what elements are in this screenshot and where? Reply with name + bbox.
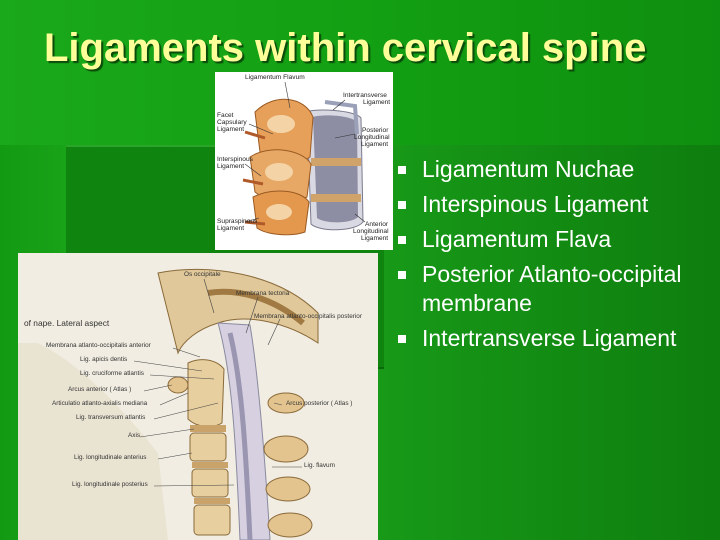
- label-membrana-aop: Membrana atlanto-occipitalis posterior: [254, 313, 362, 320]
- vertebra-illustration: [242, 81, 366, 236]
- label-lig-apicis: Lig. apicis dentis: [80, 356, 128, 363]
- label-lig-long-posterius: Lig. longitudinale posterius: [72, 481, 148, 488]
- label-supraspinous: Supraspinous: [217, 218, 258, 225]
- label-anterior: Anterior: [365, 221, 389, 228]
- sagittal-section-illustration: [18, 268, 319, 540]
- bullet-list: Ligamentum Nuchae Interspinous Ligament …: [395, 155, 695, 359]
- label-anterior-longitudinal: Longitudinal: [353, 228, 389, 235]
- bullet-text: Intertransverse Ligament: [422, 325, 677, 351]
- label-interspinous: Interspinous: [217, 156, 253, 163]
- vertebra-ligament-figure: Ligamentum Flavum Intertransverse Ligame…: [215, 72, 393, 250]
- label-arcus-anterior: Arcus anterior ( Atlas ): [68, 386, 132, 393]
- bullet-item: Interspinous Ligament: [395, 190, 695, 219]
- label-supraspinous-ligament: Ligament: [217, 225, 245, 232]
- label-lig-flavum: Lig. flavum: [304, 462, 335, 469]
- square-bullet-icon: [398, 236, 406, 244]
- bullet-item: Posterior Atlanto-occipital membrane: [395, 260, 695, 318]
- label-lig-cruciforme: Lig. cruciforme atlantis: [80, 370, 144, 377]
- label-ligamentum-flavum: Ligamentum Flavum: [245, 74, 305, 81]
- label-capsulary: Capsulary: [217, 119, 247, 126]
- bullet-text: Posterior Atlanto-occipital membrane: [422, 261, 682, 316]
- label-axis: Axis: [128, 432, 141, 439]
- label-intertransverse-2: Ligament: [363, 99, 391, 106]
- label-posterior: Posterior: [362, 127, 389, 134]
- label-nape-aspect: of nape. Lateral aspect: [24, 318, 110, 328]
- bullet-text: Ligamentum Nuchae: [422, 156, 635, 182]
- label-os-occipitale: Os occipitale: [184, 271, 221, 278]
- label-intertransverse: Intertransverse: [343, 92, 387, 99]
- bullet-item: Ligamentum Flava: [395, 225, 695, 254]
- label-facet-ligament: Ligament: [217, 126, 245, 133]
- label-anterior-ligament: Ligament: [361, 235, 389, 242]
- label-articulatio: Articulatio atlanto-axialis mediana: [52, 400, 148, 407]
- label-membrana-tectoria: Membrana tectoria: [236, 290, 290, 297]
- square-bullet-icon: [398, 335, 406, 343]
- label-posterior-longitudinal: Longitudinal: [354, 134, 390, 141]
- label-facet: Facet: [217, 112, 234, 119]
- square-bullet-icon: [398, 166, 406, 174]
- label-posterior-ligament: Ligament: [361, 141, 389, 148]
- bullet-item: Ligamentum Nuchae: [395, 155, 695, 184]
- label-interspinous-ligament: Ligament: [217, 163, 245, 170]
- craniocervical-section-figure: Os occipitale Membrana tectoria Membrana…: [18, 253, 378, 540]
- square-bullet-icon: [398, 201, 406, 209]
- label-lig-transversum: Lig. transversum atlantis: [76, 414, 146, 421]
- label-membrana-aoa: Membrana atlanto-occipitalis anterior: [46, 342, 151, 349]
- label-lig-long-anterius: Lig. longitudinale anterius: [74, 454, 147, 461]
- label-arcus-posterior: Arcus posterior ( Atlas ): [286, 400, 353, 407]
- bullet-text: Interspinous Ligament: [422, 191, 649, 217]
- square-bullet-icon: [398, 271, 406, 279]
- bullet-text: Ligamentum Flava: [422, 226, 612, 252]
- bullet-item: Intertransverse Ligament: [395, 324, 695, 353]
- slide-title: Ligaments within cervical spine: [44, 26, 647, 70]
